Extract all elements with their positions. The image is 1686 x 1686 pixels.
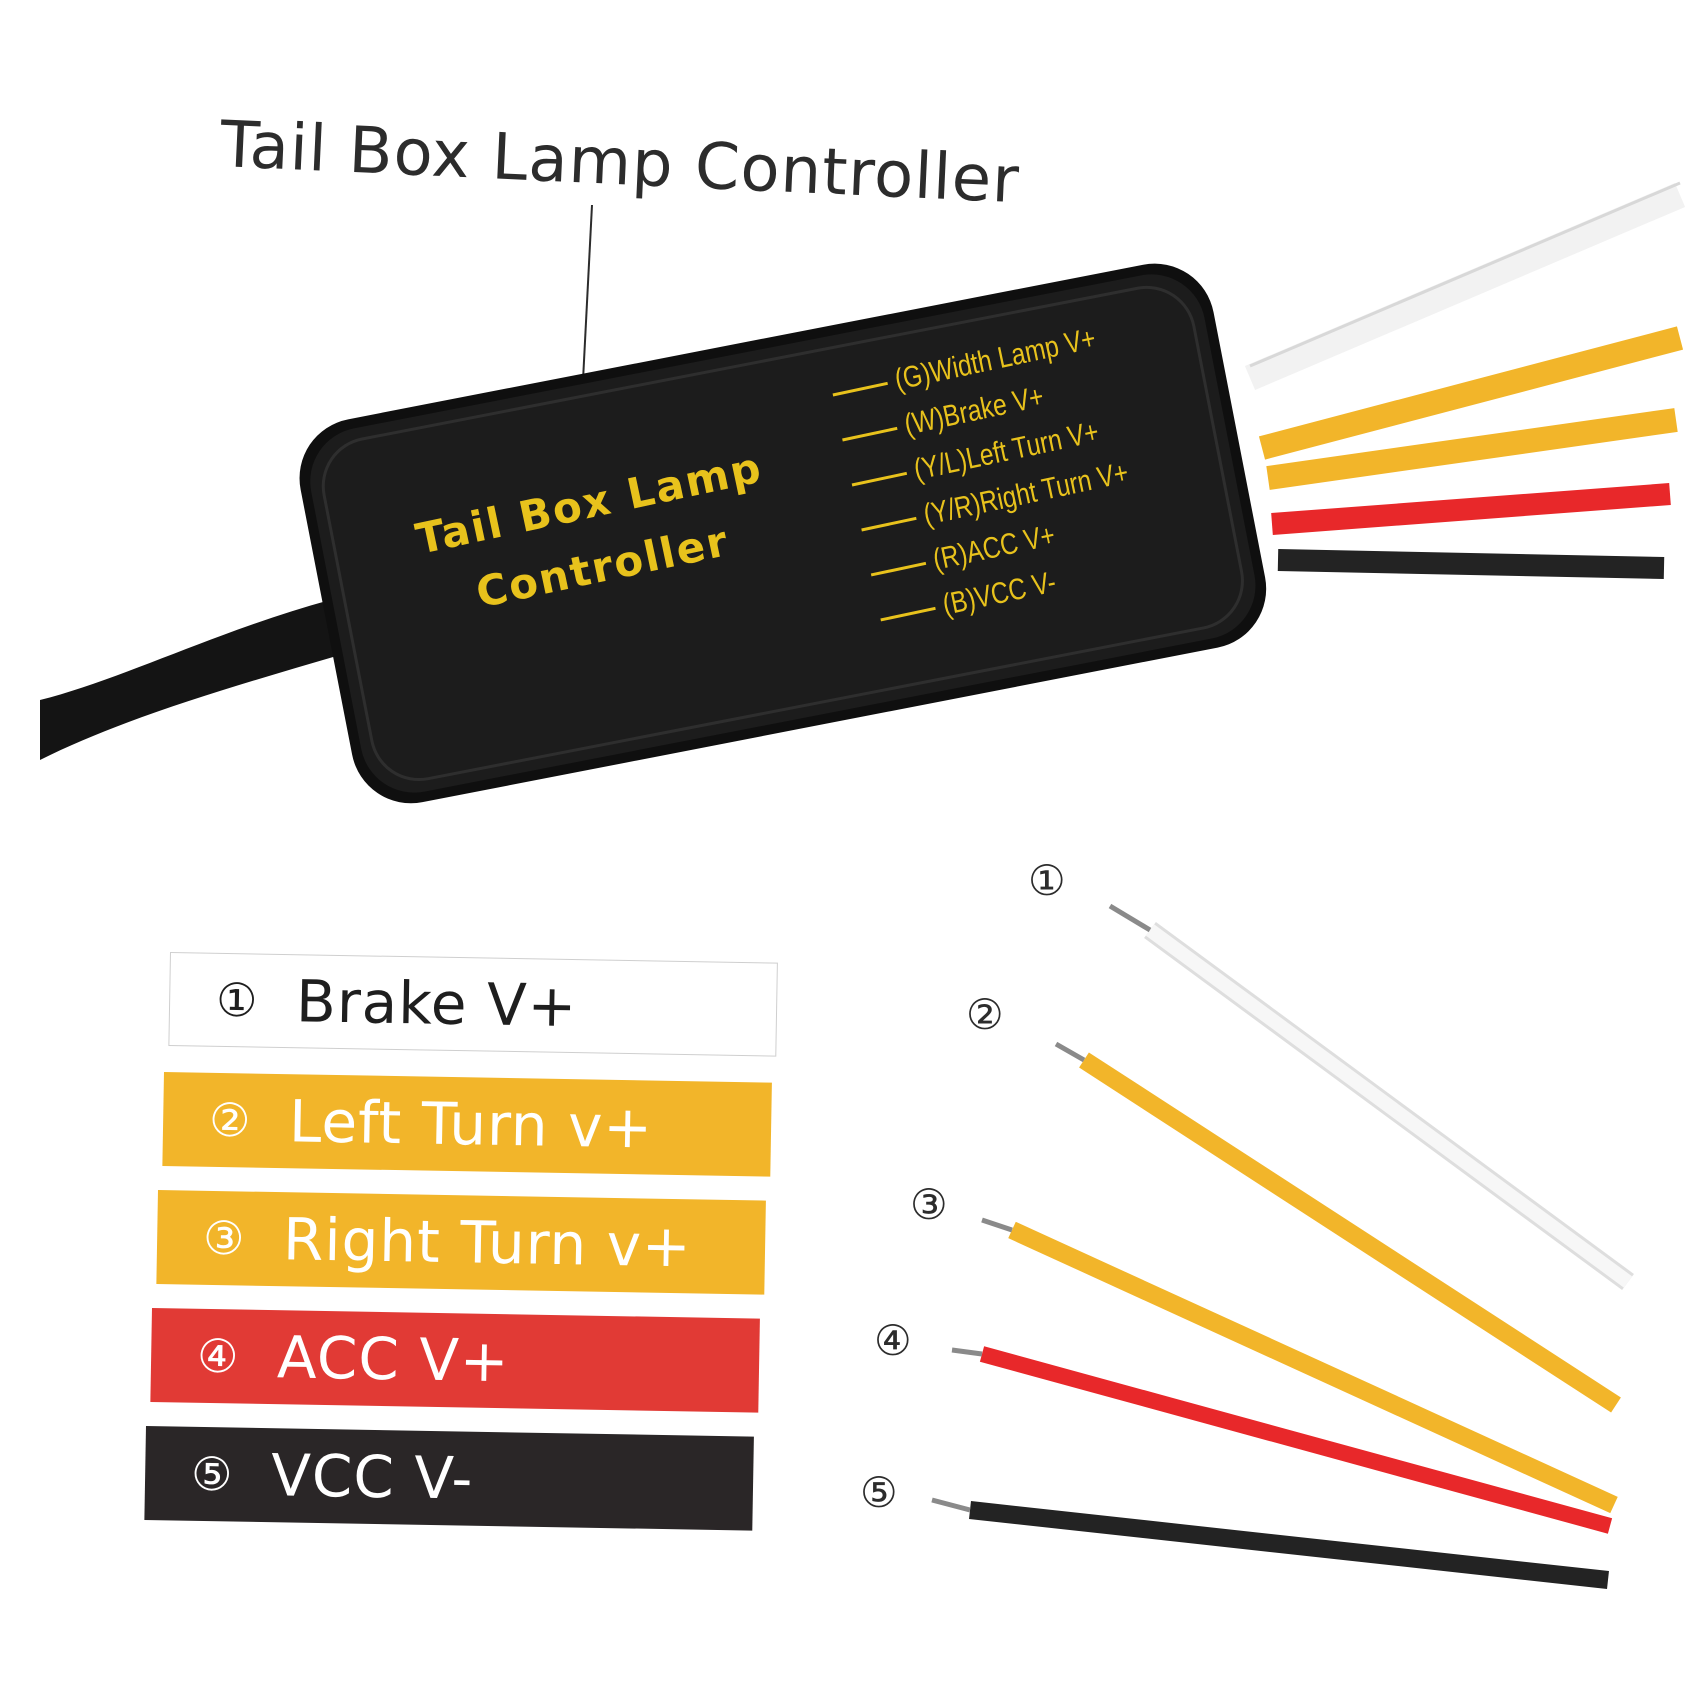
wire-number-4: ④ [874, 1316, 912, 1365]
white-output-wire-edge [1249, 181, 1681, 368]
wire-number-3: ③ [910, 1180, 948, 1229]
legend-number: ④ [196, 1328, 239, 1384]
stripped-wire-5 [969, 1501, 1609, 1589]
legend-number: ① [215, 972, 258, 1028]
stripped-wire-1-tip [1108, 903, 1152, 933]
black-output-wire [1277, 549, 1665, 579]
output-wires [1244, 181, 1686, 579]
pin-dash [870, 561, 927, 576]
wire-number-2: ② [966, 990, 1004, 1039]
stripped-wire-2 [1079, 1052, 1621, 1413]
legend-band-brake: ① Brake V+ [168, 952, 778, 1057]
legend-label: Right Turn v+ [282, 1205, 693, 1281]
pin-dash [861, 516, 917, 531]
legend-label: Brake V+ [295, 967, 578, 1041]
legend-band-vcc: ⑤ VCC V- [144, 1426, 754, 1531]
red-output-wire [1271, 483, 1671, 535]
legend-band-right-turn: ③ Right Turn v+ [156, 1190, 766, 1295]
legend-label: VCC V- [270, 1441, 475, 1513]
stripped-wire-4 [979, 1346, 1613, 1534]
stripped-wire-3 [1008, 1221, 1618, 1514]
white-output-wire [1244, 183, 1686, 390]
stripped-wire-3-tip [981, 1217, 1013, 1233]
legend-number: ⑤ [190, 1446, 233, 1502]
main-cable [40, 600, 360, 760]
wire-number-1: ① [1028, 856, 1066, 905]
controller-box [299, 263, 1267, 804]
pin-dash [880, 606, 936, 621]
yellow-output-wire-1 [1258, 326, 1684, 460]
legend-number: ② [208, 1092, 251, 1148]
stripped-wire-5-tip [931, 1497, 971, 1513]
stripped-wire-4-tip [951, 1347, 983, 1357]
pin-dash [851, 471, 907, 486]
legend-label: ACC V+ [276, 1323, 511, 1396]
legend-band-acc: ④ ACC V+ [150, 1308, 760, 1413]
legend-band-left-turn: ② Left Turn v+ [162, 1072, 772, 1177]
legend-label: Left Turn v+ [288, 1087, 654, 1162]
pin-dash [842, 426, 898, 441]
stripped-wire-2-tip [1054, 1041, 1086, 1063]
stripped-wires [931, 903, 1634, 1589]
pin-dash [832, 381, 888, 396]
legend-number: ③ [202, 1210, 245, 1266]
stripped-wire-1-core [1145, 924, 1633, 1288]
wire-number-5: ⑤ [860, 1468, 898, 1517]
yellow-output-wire-2 [1266, 408, 1678, 490]
